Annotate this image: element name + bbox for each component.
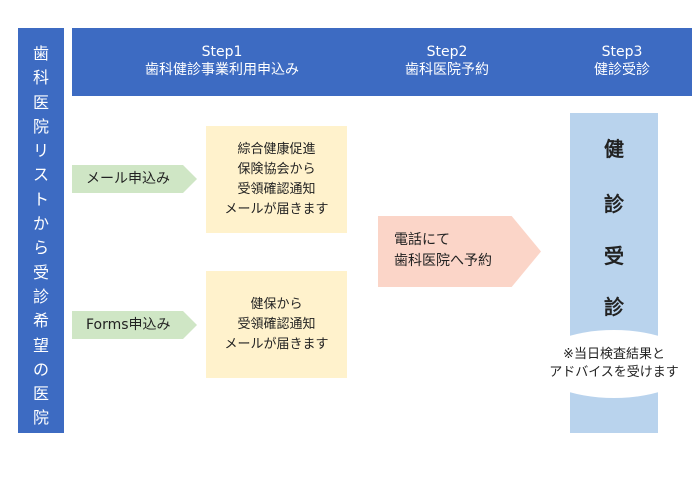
step2-title: Step2 [426, 44, 468, 60]
forms-application-arrow: Forms申込み [72, 311, 197, 339]
result-advice-note-bubble: ※当日検査結果と アドバイスを受けます [535, 330, 693, 398]
clinic-list-selection-char: の [32, 359, 49, 379]
email-confirmation-line-1: 綜合健康促進 [237, 142, 316, 157]
clinic-list-selection-char: リ [32, 141, 49, 161]
step2-header: Step2 歯科医院予約 [372, 43, 522, 79]
forms-confirmation-line-3: メールが届きます [224, 337, 329, 352]
forms-confirmation-line-1: 健保から [250, 297, 303, 312]
checkup-char-3: 受 [604, 244, 624, 268]
steps-header-bar: Step1 歯科健診事業利用申込み Step2 歯科医院予約 Step3 健診受… [72, 28, 692, 96]
reservation-line-2: 歯科医院へ予約 [394, 253, 492, 269]
clinic-list-selection-char: 院 [32, 116, 49, 136]
email-confirmation-line-3: 受領確認通知 [237, 182, 316, 197]
email-confirmation-text: 綜合健康促進 保険協会から 受領確認通知 メールが届きます [206, 126, 347, 220]
forms-confirmation-text: 健保から 受領確認通知 メールが届きます [206, 271, 347, 355]
forms-confirmation-line-2: 受領確認通知 [237, 317, 316, 332]
clinic-list-selection-char: ト [32, 189, 49, 209]
clinic-list-selection-char: 受 [32, 262, 49, 282]
email-application-label: メール申込み [86, 171, 170, 187]
result-advice-note-line-2: アドバイスを受けます [549, 365, 679, 380]
reservation-text: 電話にて 歯科医院へ予約 [378, 216, 541, 272]
reservation-line-1: 電話にて [394, 232, 450, 248]
result-advice-note: ※当日検査結果と アドバイスを受けます [535, 330, 693, 382]
email-confirmation-box: 綜合健康促進 保険協会から 受領確認通知 メールが届きます [206, 126, 347, 233]
clinic-list-selection-char: 歯 [32, 44, 49, 63]
checkup-char-1: 健 [604, 137, 624, 161]
step1-subtitle: 歯科健診事業利用申込み [145, 62, 299, 78]
email-confirmation-line-4: メールが届きます [224, 202, 329, 217]
clinic-list-selection-char: か [32, 214, 49, 234]
step3-subtitle: 健診受診 [594, 62, 650, 78]
clinic-list-selection-char: ら [32, 238, 49, 258]
clinic-list-selection-char: ス [32, 165, 49, 185]
clinic-list-selection-char: 希 [32, 311, 49, 331]
clinic-list-selection-text: 歯科医院リストから受診希望の医院を選択 [18, 42, 64, 504]
clinic-list-selection-char: 院 [32, 408, 49, 428]
step3-header: Step3 健診受診 [572, 43, 672, 79]
clinic-list-selection-char: 択 [32, 481, 49, 501]
clinic-list-selection-char: 科 [32, 68, 49, 88]
email-confirmation-line-2: 保険協会から [237, 162, 316, 177]
step1-header: Step1 歯科健診事業利用申込み [117, 43, 327, 79]
clinic-list-selection-char: 望 [32, 335, 49, 355]
clinic-list-selection-bar: 歯科医院リストから受診希望の医院を選択 [18, 28, 64, 500]
clinic-list-selection-char: 医 [32, 384, 49, 404]
forms-application-label: Forms申込み [86, 317, 171, 333]
step1-title: Step1 [201, 44, 243, 60]
step3-title: Step3 [601, 44, 643, 60]
result-advice-note-line-1: ※当日検査結果と [563, 347, 665, 362]
clinic-list-selection-char: 医 [32, 92, 49, 112]
clinic-list-selection-char: 選 [32, 457, 49, 477]
email-application-arrow: メール申込み [72, 165, 197, 193]
checkup-char-2: 診 [604, 192, 624, 216]
reservation-arrow: 電話にて 歯科医院へ予約 [378, 216, 541, 287]
clinic-list-selection-char: を [32, 432, 49, 452]
forms-confirmation-box: 健保から 受領確認通知 メールが届きます [206, 271, 347, 378]
checkup-char-4: 診 [604, 295, 624, 319]
clinic-list-selection-char: 診 [32, 286, 49, 306]
step2-subtitle: 歯科医院予約 [405, 62, 489, 78]
